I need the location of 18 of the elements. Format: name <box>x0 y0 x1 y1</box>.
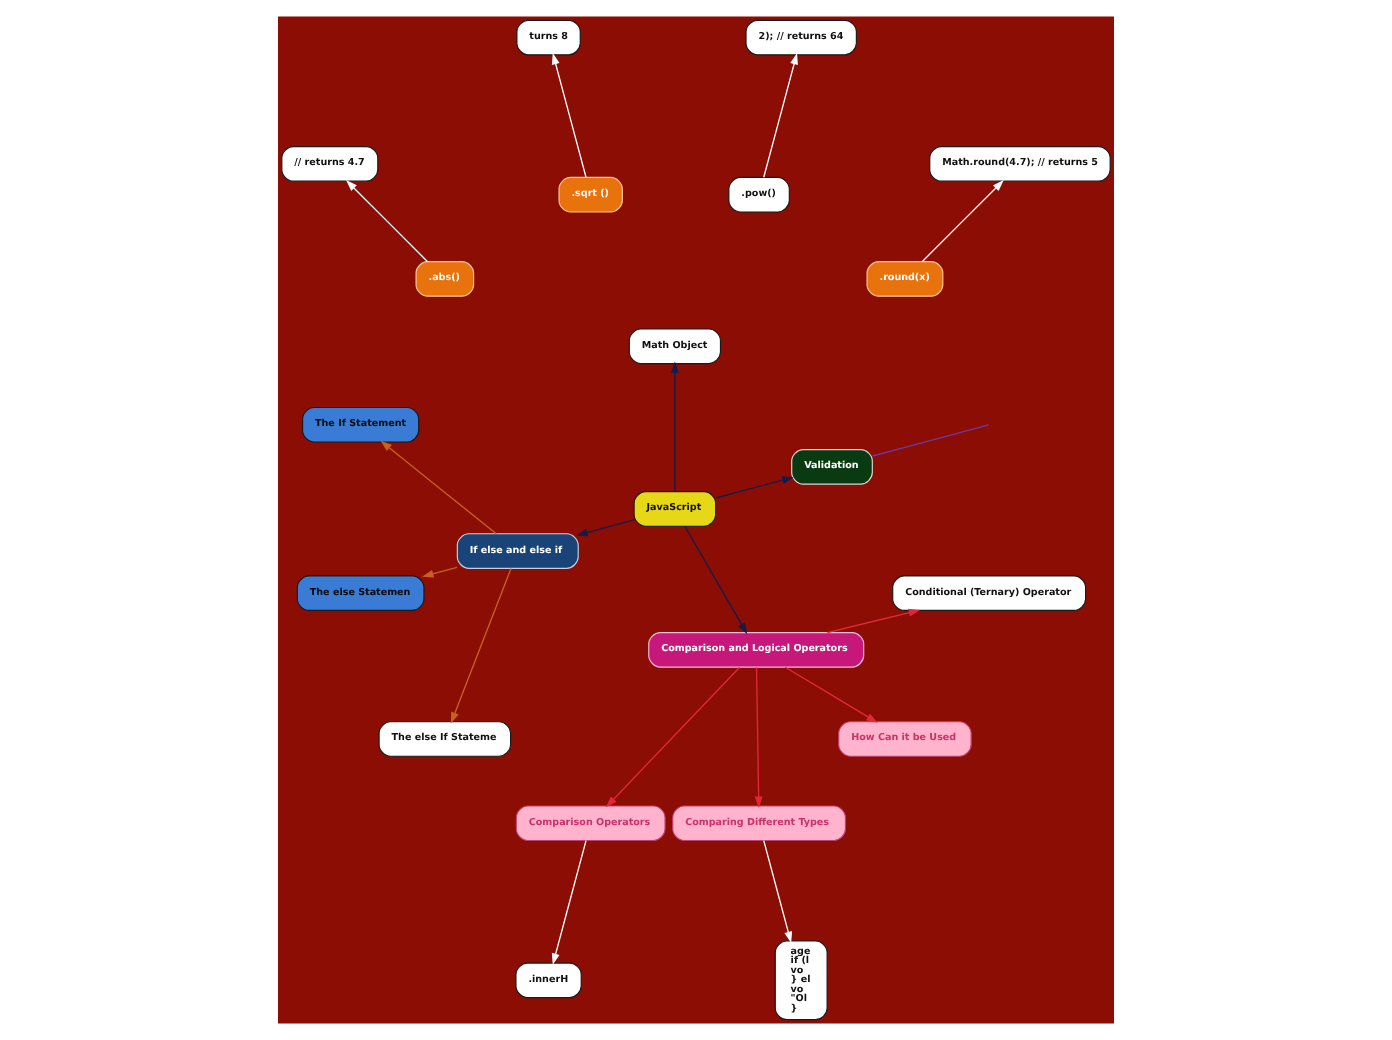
arrow <box>422 566 458 578</box>
arrow <box>346 180 429 263</box>
arrow <box>380 440 497 535</box>
arrow <box>551 53 587 178</box>
arrow <box>826 608 920 634</box>
arrow <box>754 666 763 808</box>
arrow <box>715 476 794 499</box>
arrow <box>670 361 679 493</box>
arrow <box>576 519 635 537</box>
arrow <box>450 567 512 724</box>
arrow <box>684 525 748 635</box>
arrow <box>605 666 741 808</box>
connector <box>871 424 990 457</box>
arrow <box>763 53 798 178</box>
arrow <box>921 180 1004 263</box>
arrow <box>551 839 587 965</box>
arrow <box>784 666 878 723</box>
arrow <box>763 839 793 943</box>
